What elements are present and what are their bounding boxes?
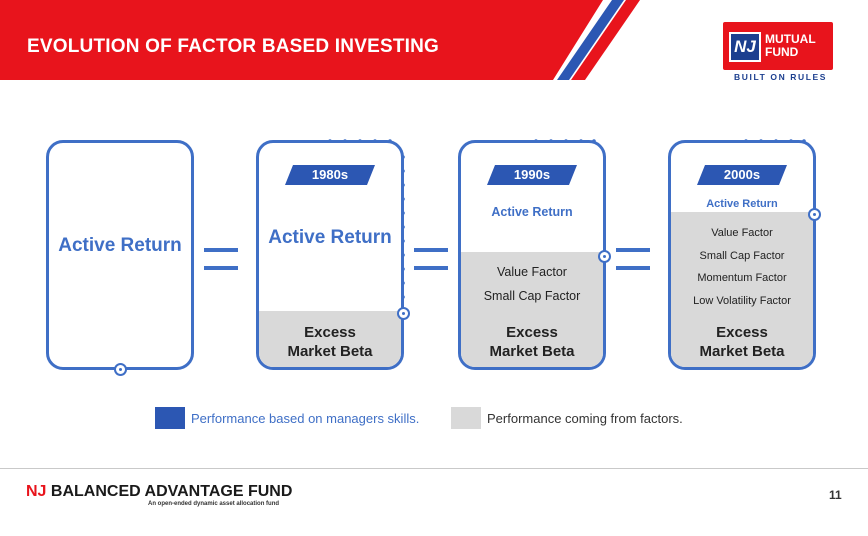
era-tag-1990s: 1990s bbox=[487, 165, 577, 185]
logo-mark: NJ bbox=[729, 32, 761, 62]
page-number: 11 bbox=[829, 488, 842, 502]
excess-market-beta-label: Excess Market Beta bbox=[489, 324, 575, 360]
factor-label: Value Factor bbox=[711, 227, 773, 239]
slide-title: EVOLUTION OF FACTOR BASED INVESTING bbox=[27, 36, 440, 57]
active-return-label: Active Return bbox=[268, 227, 392, 248]
excess-market-beta-label: Excess Market Beta bbox=[699, 324, 785, 360]
footer-brand-name: BALANCED ADVANTAGE FUND bbox=[50, 483, 293, 500]
header-banner bbox=[0, 0, 640, 80]
connector-node bbox=[808, 208, 821, 221]
factor-label: Low Volatility Factor bbox=[693, 295, 791, 307]
factor-area bbox=[671, 212, 813, 367]
factor-label: Small Cap Factor bbox=[483, 289, 581, 303]
stack-active-only: Active Return bbox=[46, 140, 194, 370]
era-tag-2000s: 2000s bbox=[697, 165, 787, 185]
logo-name-line1: MUTUAL bbox=[765, 32, 816, 46]
footer-fund-tagline: An open-ended dynamic asset allocation f… bbox=[148, 501, 280, 507]
excess-market-beta-label: Excess Market Beta bbox=[287, 324, 373, 360]
factor-area bbox=[259, 311, 401, 367]
connector-node bbox=[114, 363, 127, 376]
active-return-label: Active Return bbox=[58, 235, 182, 256]
red-banner bbox=[0, 0, 603, 80]
factor-label: Small Cap Factor bbox=[699, 250, 785, 262]
connector-node bbox=[598, 250, 611, 263]
active-return-label: Active Return bbox=[706, 198, 778, 210]
equals-sign bbox=[616, 248, 650, 270]
factor-label: Value Factor bbox=[497, 265, 567, 279]
equals-sign bbox=[414, 248, 448, 270]
equals-sign bbox=[204, 248, 238, 270]
factor-label: Momentum Factor bbox=[697, 272, 787, 284]
stack-1990s: Active Return Value Factor Small Cap Fac… bbox=[458, 140, 606, 370]
red-stripe bbox=[571, 0, 640, 80]
legend-swatch-factors bbox=[451, 407, 481, 429]
footer-fund-name: NJ BALANCED ADVANTAGE FUND bbox=[26, 483, 292, 501]
logo-name-line2: FUND bbox=[765, 45, 799, 59]
factor-area bbox=[461, 252, 603, 367]
footer-divider bbox=[0, 468, 868, 469]
logo-name: MUTUAL FUND bbox=[765, 33, 835, 59]
logo-tagline: BUILT ON RULES bbox=[734, 72, 828, 82]
legend-label-factors: Performance coming from factors. bbox=[487, 411, 683, 426]
legend-swatch-manager-skill bbox=[155, 407, 185, 429]
connector-node bbox=[397, 307, 410, 320]
era-tag-1980s: 1980s bbox=[285, 165, 375, 185]
active-return-label: Active Return bbox=[491, 205, 573, 219]
footer-brand-prefix: NJ bbox=[26, 483, 47, 500]
blue-stripe bbox=[557, 0, 624, 80]
legend-label-manager-skill: Performance based on managers skills. bbox=[191, 411, 420, 426]
